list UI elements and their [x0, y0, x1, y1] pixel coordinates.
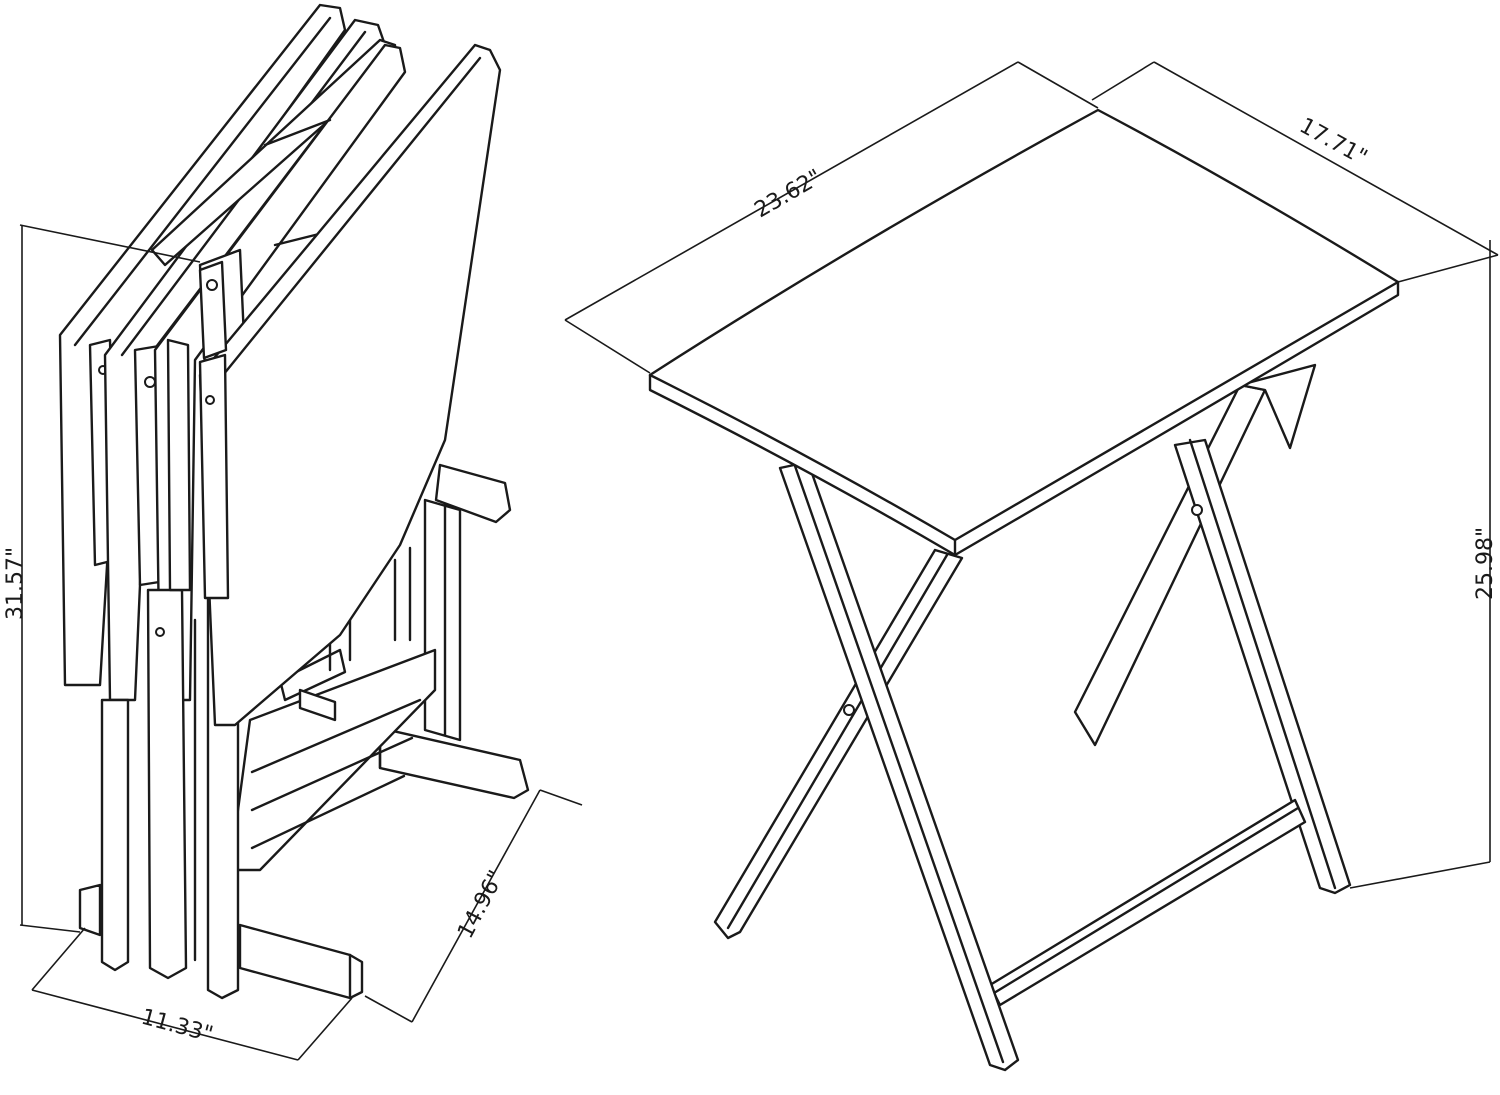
folded-dimension-lines — [19, 224, 583, 1061]
label-table-width: 23.62" — [751, 165, 827, 223]
label-folded-width: 11.33" — [138, 1005, 215, 1048]
table-lower-rung — [988, 798, 1307, 1007]
tray-folded-4 — [198, 43, 502, 727]
stand-frame — [228, 498, 462, 872]
table-front-legs — [713, 460, 1020, 1072]
label-folded-depth: 14.96" — [453, 867, 509, 943]
stand-base-back — [378, 463, 530, 800]
stand-base-front — [78, 883, 364, 1000]
table-top — [648, 108, 1400, 557]
label-table-height: 25.98" — [1473, 527, 1498, 600]
open-table-drawing — [564, 61, 1499, 1072]
folded-stack-drawing — [19, 3, 583, 1061]
label-folded-height: 31.57" — [3, 547, 28, 620]
table-dimension-lines — [564, 61, 1499, 889]
